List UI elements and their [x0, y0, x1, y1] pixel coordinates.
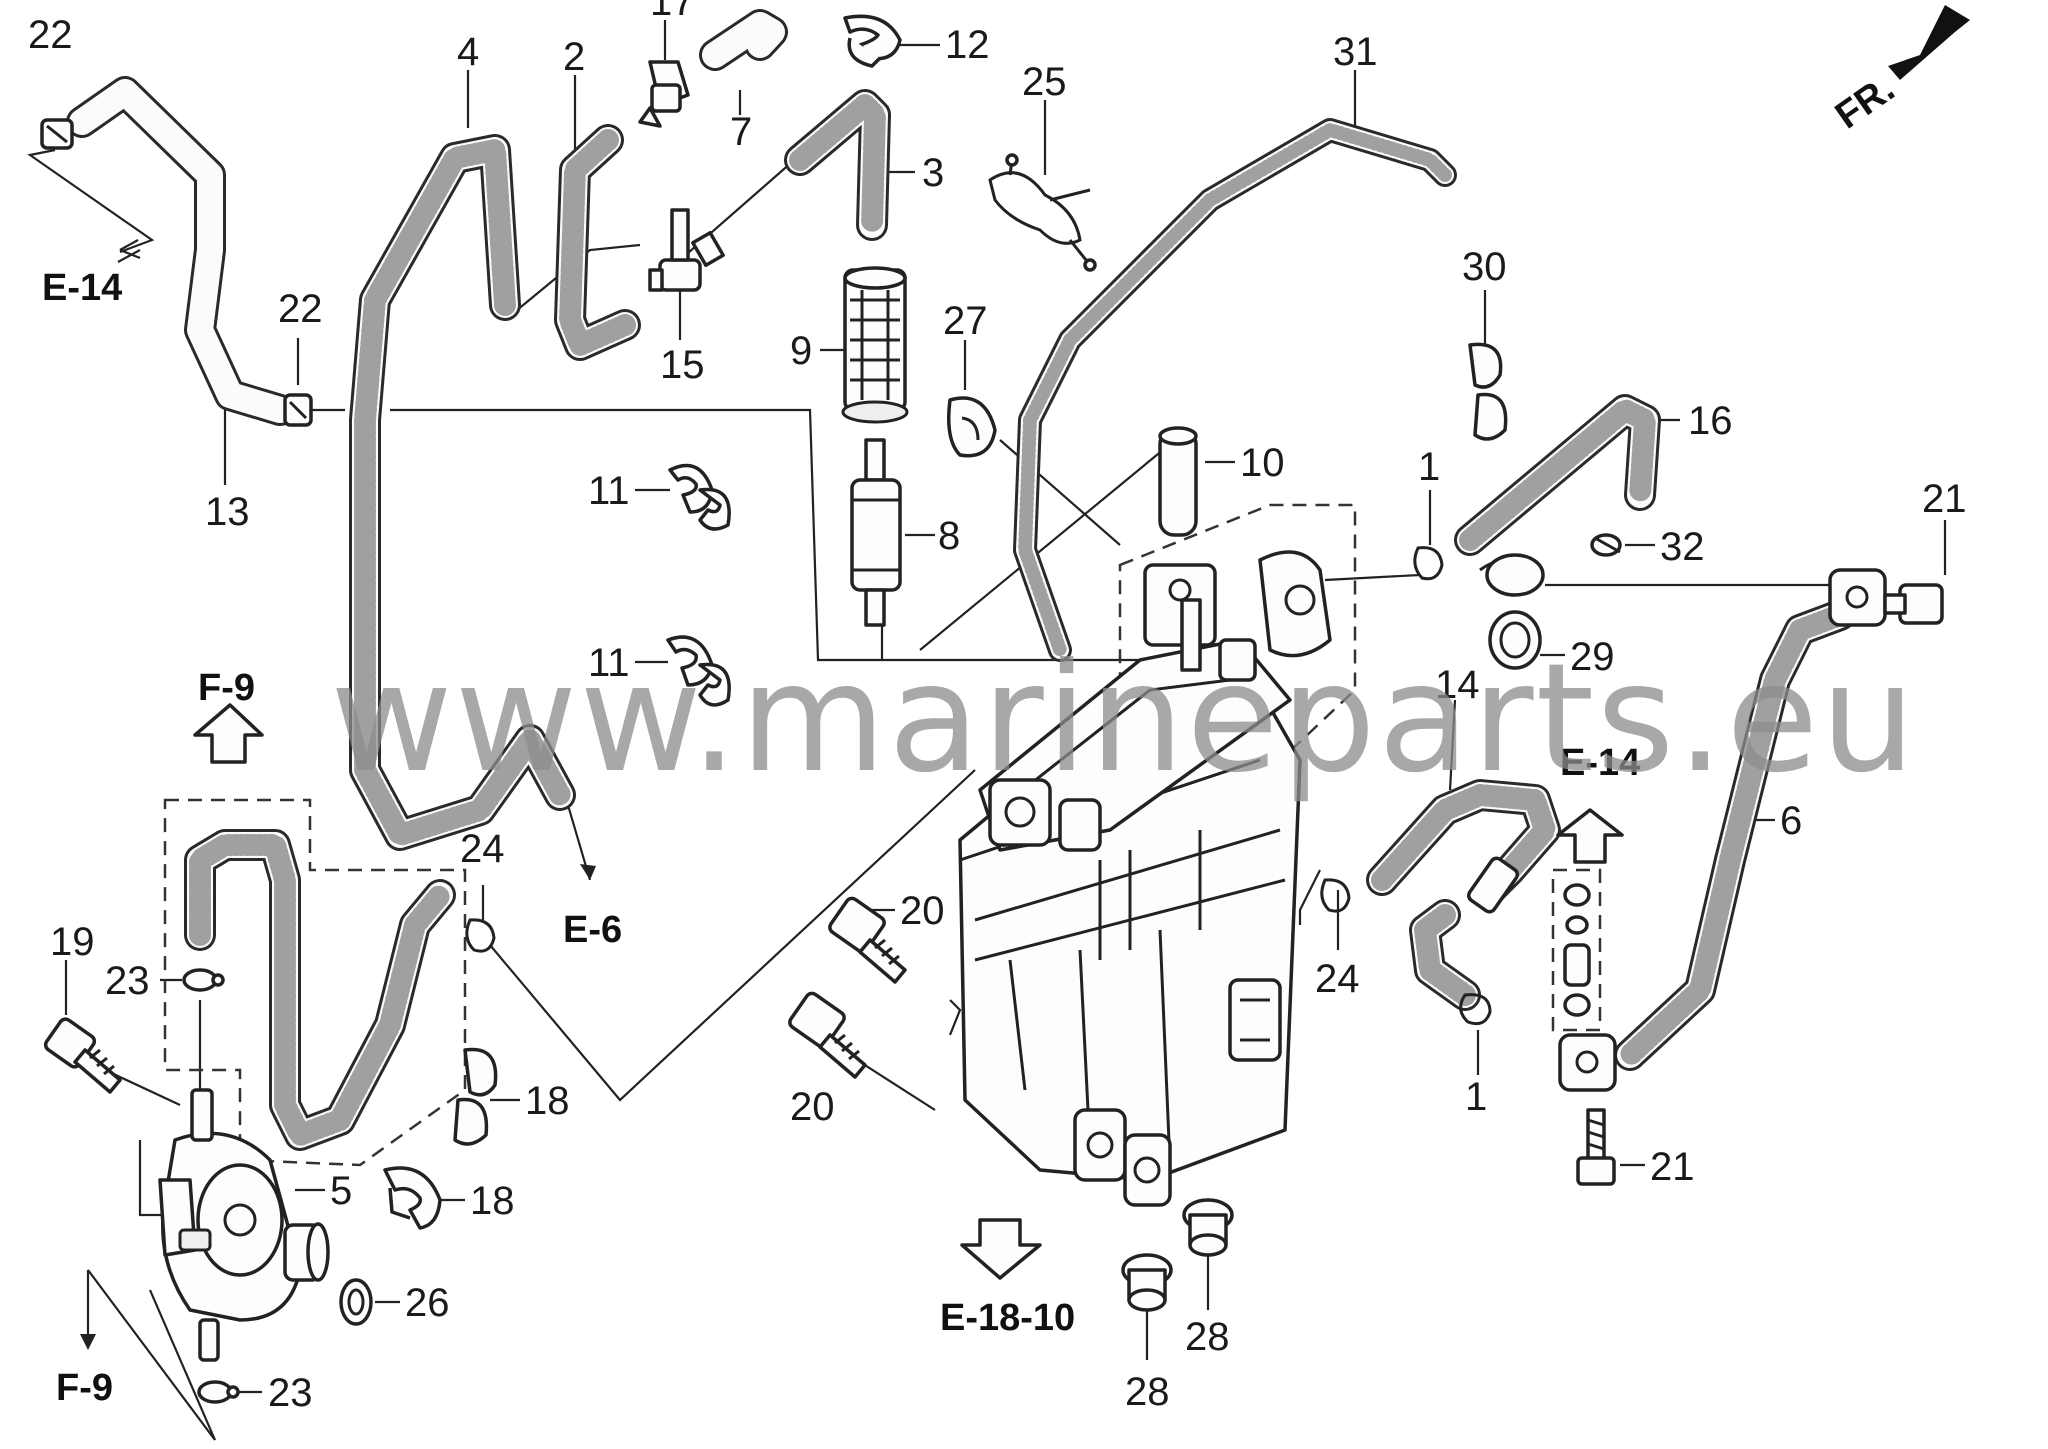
- clamp-11-upper: [668, 463, 731, 531]
- stack-parts-e14: [1563, 883, 1591, 1017]
- clamp-18-lower: [383, 1166, 442, 1230]
- callout: 21: [1922, 477, 1967, 521]
- callout: 3: [922, 151, 944, 195]
- callout: 26: [405, 1281, 450, 1325]
- direction-arrows: [80, 5, 1970, 1350]
- callout: 27: [943, 299, 988, 343]
- bracket-21-bottom: [1558, 1033, 1617, 1092]
- callout: 2: [563, 35, 585, 79]
- callout: 9: [790, 329, 812, 373]
- hoses: [66, 9, 1856, 1151]
- callout: 30: [1462, 245, 1507, 289]
- callout: 20: [790, 1085, 835, 1129]
- callout: 24: [1315, 957, 1360, 1001]
- callout-numbers: 22 22 17 12 7 4 2 3 25 31 15 9 27 13 10 …: [28, 0, 1967, 1415]
- callout: 12: [945, 23, 990, 67]
- callout: 15: [660, 343, 705, 387]
- clip-32: [1590, 533, 1622, 557]
- callout: 14: [1435, 663, 1480, 707]
- clip-27: [947, 396, 997, 458]
- ref-e6: E-6: [563, 909, 622, 951]
- callout: 28: [1185, 1315, 1230, 1359]
- callout: 1: [1418, 445, 1440, 489]
- ref-e18-10: E-18-10: [940, 1297, 1075, 1339]
- callout: 20: [900, 889, 945, 933]
- vapor-separator-assembly: [958, 550, 1332, 1207]
- callout: 19: [50, 920, 95, 964]
- callout: 23: [268, 1371, 313, 1415]
- ref-f9-top: F-9: [198, 667, 255, 709]
- callout: 13: [205, 490, 250, 534]
- valve-17: [638, 60, 690, 128]
- leader-lines: [27, 20, 1947, 1441]
- callout: 7: [730, 110, 752, 154]
- clip-23-bottom: [197, 1380, 240, 1404]
- clip-23-top: [182, 968, 225, 992]
- clamp-18-upper: [453, 1047, 498, 1146]
- clamp-30: [1468, 342, 1508, 441]
- small-parts: [40, 14, 1944, 1404]
- callout: 25: [1022, 60, 1067, 104]
- plug-28-lower: [1121, 1253, 1173, 1312]
- bolt-20-upper: [828, 896, 907, 984]
- clamp-22-top: [40, 118, 74, 150]
- clamp-22-mid: [283, 393, 313, 427]
- callout: 16: [1688, 399, 1733, 443]
- front-mark: FR.: [1828, 68, 1902, 138]
- bolt-21-bottom: [1576, 1108, 1616, 1186]
- clamp-29: [1479, 553, 1545, 670]
- bracket-21-top: [1828, 568, 1887, 627]
- callout: 22: [278, 287, 323, 331]
- clamp-11-lower: [666, 635, 731, 707]
- t-joint-15: [648, 208, 725, 292]
- ref-f9-bottom: F-9: [56, 1367, 113, 1409]
- callout: 22: [28, 13, 73, 57]
- plug-28-upper: [1182, 1198, 1234, 1257]
- ref-e14-right: E-14: [1560, 742, 1640, 784]
- callout: 11: [588, 469, 630, 513]
- watermark-text: www.marineparts.eu: [330, 632, 1918, 806]
- sleeve-10: [1158, 426, 1198, 537]
- fuel-pump-5: [158, 1088, 330, 1362]
- callout: 29: [1570, 635, 1615, 679]
- hose-connector-14: [1466, 856, 1520, 914]
- callout: 10: [1240, 441, 1285, 485]
- callout: 18: [470, 1179, 515, 1223]
- callout: 23: [105, 959, 150, 1003]
- callout: 32: [1660, 525, 1705, 569]
- clip-24-right: [1320, 878, 1351, 913]
- callout: 1: [1465, 1075, 1487, 1119]
- callout: 11: [588, 641, 630, 685]
- callout: 31: [1333, 30, 1378, 74]
- clip-25: [988, 153, 1097, 272]
- callout: 17: [650, 0, 695, 24]
- filter-element-9: [841, 266, 909, 424]
- washer-26: [339, 1278, 373, 1326]
- clip-24-left: [465, 918, 496, 953]
- bolt-19: [43, 1017, 122, 1094]
- callout: 8: [938, 514, 960, 558]
- clamp-12: [843, 14, 902, 68]
- ref-e14-left: E-14: [42, 267, 122, 309]
- callout: 4: [457, 30, 479, 74]
- callout: 28: [1125, 1370, 1170, 1414]
- fuel-filter-8: [850, 438, 902, 627]
- callout: 18: [525, 1079, 570, 1123]
- callout: 24: [460, 827, 505, 871]
- bolt-21-top: [1883, 583, 1944, 625]
- callout: 21: [1650, 1145, 1695, 1189]
- callout: 6: [1780, 799, 1802, 843]
- bolt-20-lower: [788, 991, 867, 1079]
- clip-1-upper: [1413, 546, 1444, 581]
- clip-1-lower: [1459, 993, 1492, 1026]
- callout: 5: [330, 1169, 352, 1213]
